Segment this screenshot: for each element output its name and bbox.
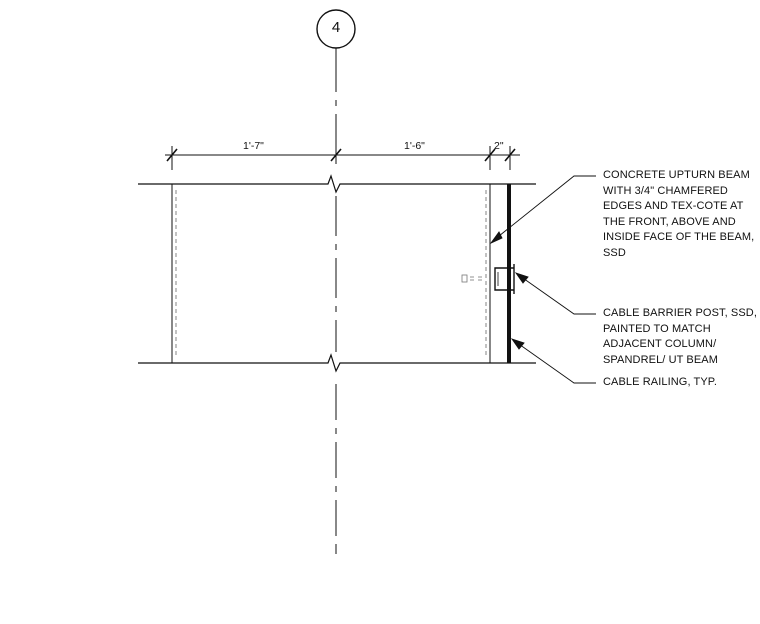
note-upturn-beam: CONCRETE UPTURN BEAM WITH 3/4" CHAMFERED… bbox=[603, 169, 755, 259]
leader-upturn-beam bbox=[489, 175, 596, 245]
beam-left-face bbox=[171, 184, 177, 363]
dimension-right: 2" bbox=[494, 140, 504, 152]
leader-cable-railing bbox=[510, 338, 596, 384]
cable-railing bbox=[507, 184, 511, 363]
anchor-bolts bbox=[461, 274, 482, 283]
bottom-break-line bbox=[138, 353, 536, 373]
note-barrier-post: CABLE BARRIER POST, SSD, PAINTED TO MATC… bbox=[603, 307, 757, 366]
dimension-middle: 1'-6" bbox=[404, 140, 425, 152]
dimension-line bbox=[165, 146, 520, 170]
dimension-left: 1'-7" bbox=[243, 140, 264, 152]
cable-barrier-post bbox=[494, 264, 515, 294]
top-break-line bbox=[138, 174, 536, 194]
grid-label: 4 bbox=[331, 19, 341, 36]
beam-right-face bbox=[485, 184, 491, 363]
note-cable-railing: CABLE RAILING, TYP. bbox=[603, 376, 717, 388]
leader-barrier-post bbox=[514, 272, 596, 315]
